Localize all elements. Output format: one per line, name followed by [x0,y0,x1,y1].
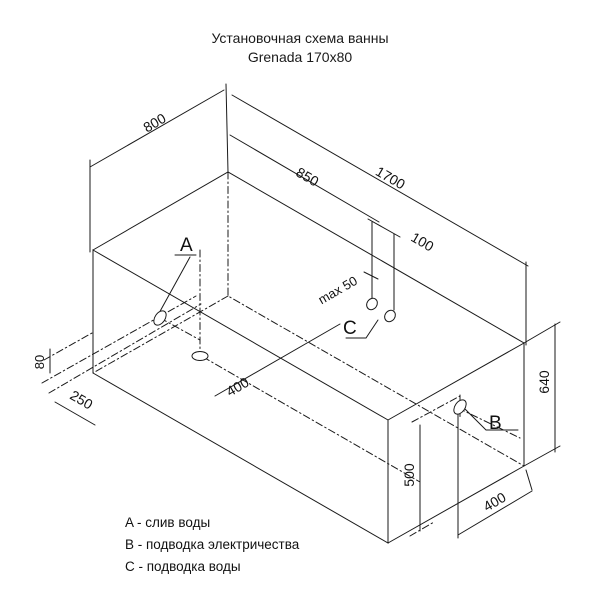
tub-top-face [92,171,526,421]
drain-opening-a1 [153,310,167,326]
dim-label-640: 640 [536,370,552,394]
dim-line-max50 [363,271,379,280]
marker-b: B [489,413,502,434]
diagram-title: Установочная схема ванны [211,30,389,46]
dim-label-80: 80 [32,355,47,369]
dim-ext-250 [48,303,202,394]
legend-electric: B - подводка электричества [125,537,300,552]
dim-ext-80 [41,295,197,384]
dim-ext-400-bottom [202,356,421,483]
water-opening-c1 [366,297,378,311]
dim-label-100: 100 [408,229,436,255]
dim-ext-400-side [457,407,533,539]
dim-ext-640 [523,321,561,467]
dim-ext-500 [409,395,461,537]
dim-ext-800 [89,83,229,253]
leader-b [461,405,519,431]
drain-axis [159,249,201,357]
leader-c [345,319,379,339]
dim-line-400-bottom [214,323,341,397]
dim-line-100 [367,218,401,238]
water-opening-c2 [384,309,396,323]
dim-label-500: 500 [401,463,417,487]
dim-label-1700: 1700 [373,163,408,193]
legend-water: C - подводка воды [125,559,241,574]
dim-line-800 [89,89,225,168]
legend-drain: A - слив воды [125,515,211,530]
tub-hidden-edges [92,171,525,467]
drain-opening-a2 [191,351,209,361]
leader-a [157,254,197,316]
dim-label-250: 250 [67,387,95,413]
dim-ext-100 [371,221,395,311]
dim-label-800: 800 [140,110,168,136]
diagram-subtitle: Grenada 170x80 [247,49,353,65]
dim-line-850 [229,134,380,223]
dim-line-250 [54,401,96,426]
dim-label-400-side: 400 [480,489,508,515]
marker-a: A [180,235,193,256]
dim-line-1700 [231,94,529,267]
electric-opening-b [453,399,467,415]
dim-label-max50: max 50 [316,273,360,307]
tub-right-face [387,342,525,544]
marker-c: C [343,318,357,339]
dim-line-400-side [457,490,533,536]
